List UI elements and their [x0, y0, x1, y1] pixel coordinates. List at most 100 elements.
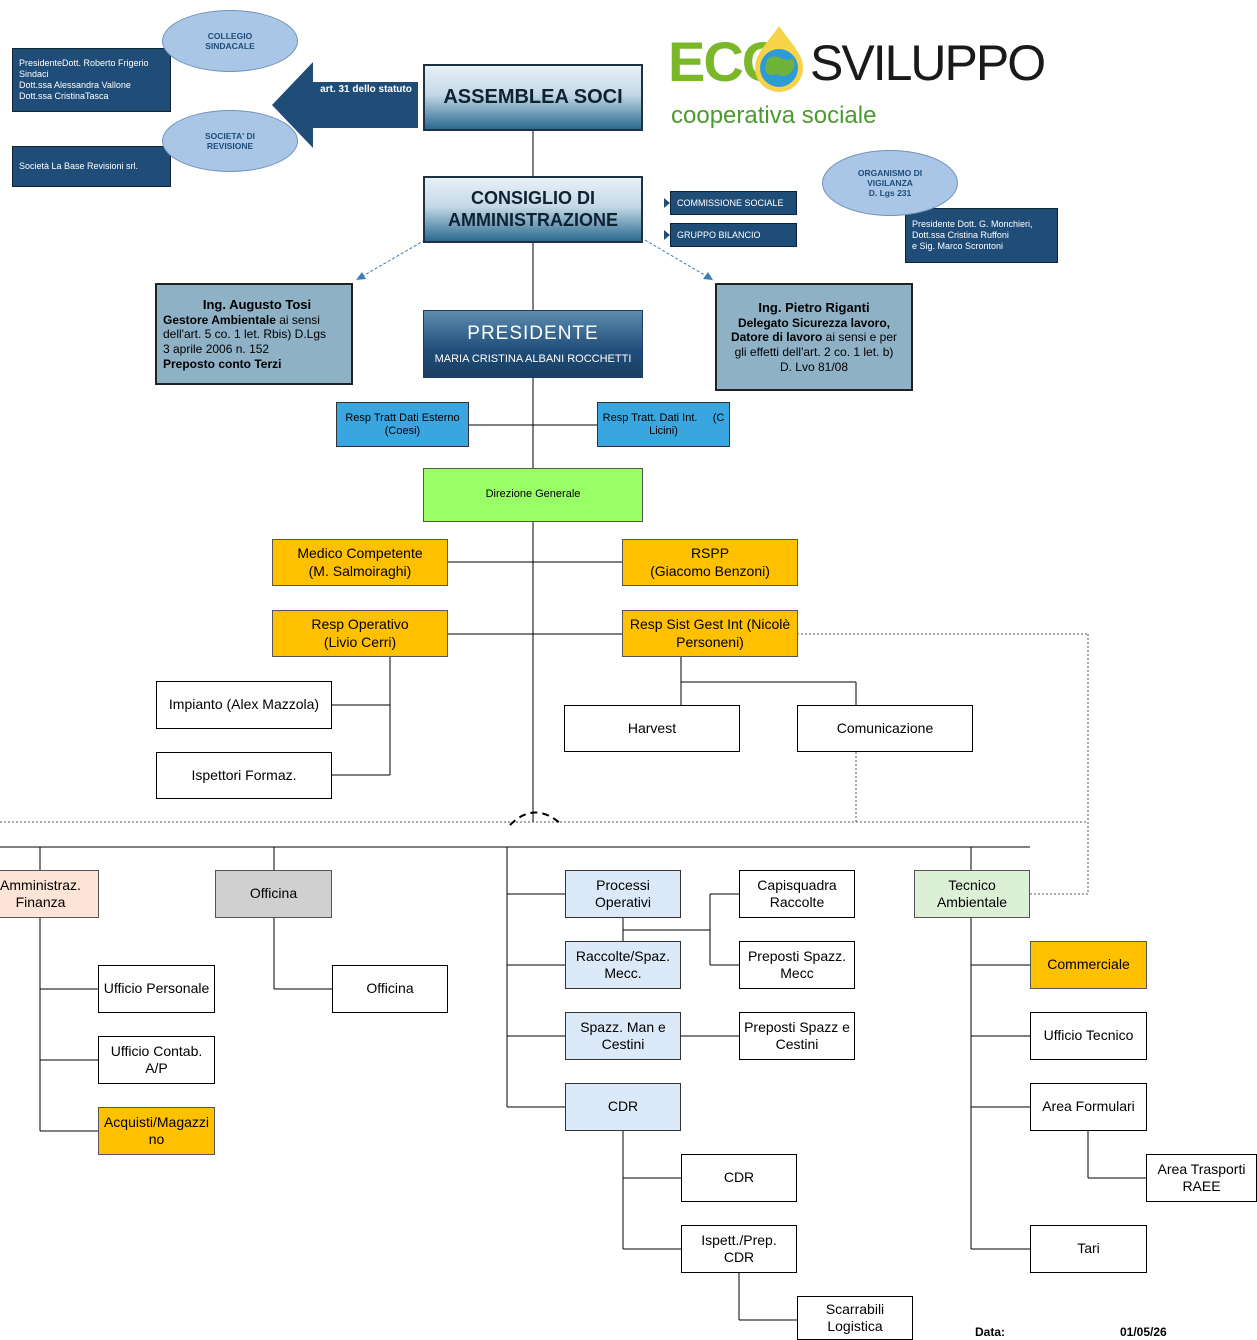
- resp-dati-interno-line: Licini): [649, 424, 678, 437]
- gruppo-bilancio-label: GRUPPO BILANCIO: [677, 229, 761, 240]
- preposti-mecc-line: Mecc: [780, 965, 814, 981]
- impianto-box: Impianto (Alex Mazzola): [156, 681, 332, 729]
- raccolte-line: Raccolte/Spaz.: [575, 947, 671, 964]
- date-value: 01/05/26: [1120, 1325, 1167, 1339]
- area-trasporti-raee-box: Area Trasporti RAEE: [1146, 1154, 1257, 1202]
- resp-operativo-box: Resp Operativo (Livio Cerri): [272, 610, 448, 657]
- harvest-box: Harvest: [564, 705, 740, 752]
- commerciale-label: Commerciale: [1047, 956, 1130, 973]
- ispettori-formaz-box: Ispettori Formaz.: [156, 752, 332, 799]
- capisquadra-line: Capisquadra: [757, 876, 837, 893]
- processi-line: Processi: [596, 876, 650, 893]
- officina-sub-label: Officina: [366, 980, 414, 997]
- collegio-member-line: PresidenteDott. Roberto Frigerio: [19, 58, 149, 69]
- presidente-title: PRESIDENTE: [467, 322, 599, 344]
- preposti-spazz-cestini-box: Preposti Spazz e Cestini: [739, 1012, 855, 1060]
- collegio-member-line: Dott.ssa CristinaTasca: [19, 90, 109, 101]
- organismo-vigilanza-members: Presidente Dott. G. Monchieri, Dott.ssa …: [905, 208, 1058, 263]
- tecnico-line: Ambientale: [936, 894, 1008, 910]
- resp-sist-gest-box: Resp Sist Gest Int (Nicolè Personeni): [622, 610, 798, 657]
- resp-dati-esterno-line: (Coesi): [384, 424, 421, 437]
- tosi-name: Ing. Augusto Tosi: [202, 296, 312, 312]
- medico-line: (M. Salmoiraghi): [308, 562, 412, 579]
- organismo-member-line: Dott.ssa Cristina Ruffoni: [912, 230, 1009, 241]
- area-trasporti-line: RAEE: [1182, 1178, 1221, 1194]
- preposti-cestini-line: Preposti Spazz e: [744, 1018, 850, 1035]
- organismo-vigilanza-ellipse: ORGANISMO DI VIGILANZA D. Lgs 231: [822, 150, 958, 216]
- amministraz-finanza-box: Amministraz. Finanza: [0, 870, 99, 918]
- acquisti-magazzino-box: Acquisti/Magazzi no: [98, 1107, 215, 1155]
- delegato-sicurezza-box: Ing. Pietro Riganti Delegato Sicurezza l…: [715, 283, 913, 391]
- spazz-man-cestini-box: Spazz. Man e Cestini: [565, 1012, 681, 1060]
- riganti-role-line: Datore di lavoro ai sensi e per: [731, 330, 897, 345]
- tecnico-line: Tecnico: [948, 876, 996, 893]
- rspp-line: (Giacomo Benzoni): [650, 562, 770, 579]
- area-formulari-box: Area Formulari: [1030, 1083, 1147, 1131]
- societa-revisione-ellipse: SOCIETA' DI REVISIONE: [162, 110, 298, 172]
- ufficio-tecnico-label: Ufficio Tecnico: [1043, 1027, 1134, 1044]
- globe-icon: [755, 26, 803, 92]
- date-label: Data:: [975, 1325, 1006, 1339]
- resp-sist-line: Personeni): [676, 633, 744, 650]
- scarrabili-logistica-box: Scarrabili Logistica: [797, 1296, 913, 1340]
- commerciale-box: Commerciale: [1030, 941, 1147, 989]
- riganti-role-bold: Datore di lavoro: [730, 330, 823, 345]
- scarrabili-line: Logistica: [827, 1318, 883, 1334]
- medico-line: Medico Competente: [297, 545, 423, 562]
- gruppo-bilancio-box: GRUPPO BILANCIO: [670, 223, 797, 247]
- collegio-member-line: Dott.ssa Alessandra Vallone: [19, 80, 131, 90]
- revisione-title-line: REVISIONE: [206, 141, 254, 151]
- ispett-prep-cdr-box: Ispett./Prep. CDR: [681, 1225, 797, 1273]
- ispett-cdr-line: Ispett./Prep.: [701, 1231, 777, 1248]
- riganti-line: D. Lvo 81/08: [779, 359, 849, 374]
- consiglio-line: AMMINISTRAZIONE: [448, 209, 618, 230]
- logo-sviluppo-text: SVILUPPO: [810, 35, 1046, 91]
- ispett-cdr-line: CDR: [723, 1249, 755, 1265]
- area-formulari-label: Area Formulari: [1042, 1098, 1135, 1115]
- comunicazione-box: Comunicazione: [797, 705, 973, 752]
- ufficio-contab-line: Ufficio Contab.: [110, 1042, 203, 1059]
- statute-arrow: [272, 62, 418, 148]
- area-trasporti-line: Area Trasporti: [1157, 1160, 1246, 1177]
- resp-dati-interno-line: Resp Tratt. Dati Int. (C: [602, 411, 725, 424]
- rspp-box: RSPP (Giacomo Benzoni): [622, 539, 798, 586]
- presidente-name: MARIA CRISTINA ALBANI ROCCHETTI: [434, 352, 632, 365]
- cdr-head-box: CDR: [565, 1083, 681, 1131]
- organismo-title-line: VIGILANZA: [867, 177, 913, 188]
- collegio-member-line: Sindaci: [19, 69, 49, 80]
- cdr-sub-label: CDR: [723, 1169, 755, 1186]
- riganti-line: Delegato Sicurezza lavoro,: [737, 315, 891, 330]
- ufficio-tecnico-box: Ufficio Tecnico: [1030, 1012, 1147, 1060]
- revisione-member-line: Società La Base Revisioni srl.: [19, 161, 139, 172]
- assemblea-soci-box: ASSEMBLEA SOCI: [423, 64, 643, 131]
- tosi-line: Preposto conto Terzi: [163, 356, 282, 371]
- organismo-title-line: D. Lgs 231: [868, 188, 912, 199]
- medico-competente-box: Medico Competente (M. Salmoiraghi): [272, 539, 448, 586]
- tosi-role-bold: Gestore Ambientale: [163, 312, 276, 327]
- direzione-generale-box: Direzione Generale: [423, 468, 643, 522]
- acquisti-line: no: [148, 1131, 165, 1147]
- tosi-role-line: Gestore Ambientale ai sensi: [163, 313, 320, 328]
- preposti-cestini-line: Cestini: [775, 1036, 819, 1052]
- tari-label: Tari: [1077, 1240, 1100, 1257]
- direzione-generale-label: Direzione Generale: [485, 488, 581, 501]
- tecnico-ambientale-box: Tecnico Ambientale: [914, 870, 1030, 918]
- tari-box: Tari: [1030, 1225, 1147, 1273]
- resp-dati-interno-box: Resp Tratt. Dati Int. (C Licini): [597, 402, 730, 447]
- consiglio-line: CONSIGLIO DI: [470, 187, 595, 208]
- cdr-sub-box: CDR: [681, 1154, 797, 1202]
- comunicazione-label: Comunicazione: [836, 719, 934, 736]
- collegio-title-line: COLLEGIO: [207, 30, 253, 41]
- spazz-man-line: Cestini: [601, 1036, 645, 1052]
- riganti-line: gli effetti dell'art. 2 co. 1 let. b): [734, 344, 894, 359]
- consiglio-amministrazione-box: CONSIGLIO DI AMMINISTRAZIONE: [423, 176, 643, 243]
- officina-head-box: Officina: [215, 870, 332, 918]
- assemblea-soci-label: ASSEMBLEA SOCI: [443, 86, 623, 109]
- collegio-sindacale-ellipse: COLLEGIO SINDACALE: [162, 10, 298, 72]
- rspp-line: RSPP: [690, 545, 730, 562]
- ecosviluppo-logo: ECO SVILUPPO cooperativa sociale: [668, 24, 1046, 134]
- tosi-role-rest: ai sensi: [275, 312, 320, 327]
- capisquadra-raccolte-box: Capisquadra Raccolte: [739, 870, 855, 918]
- riganti-role-rest: ai sensi e per: [822, 330, 898, 345]
